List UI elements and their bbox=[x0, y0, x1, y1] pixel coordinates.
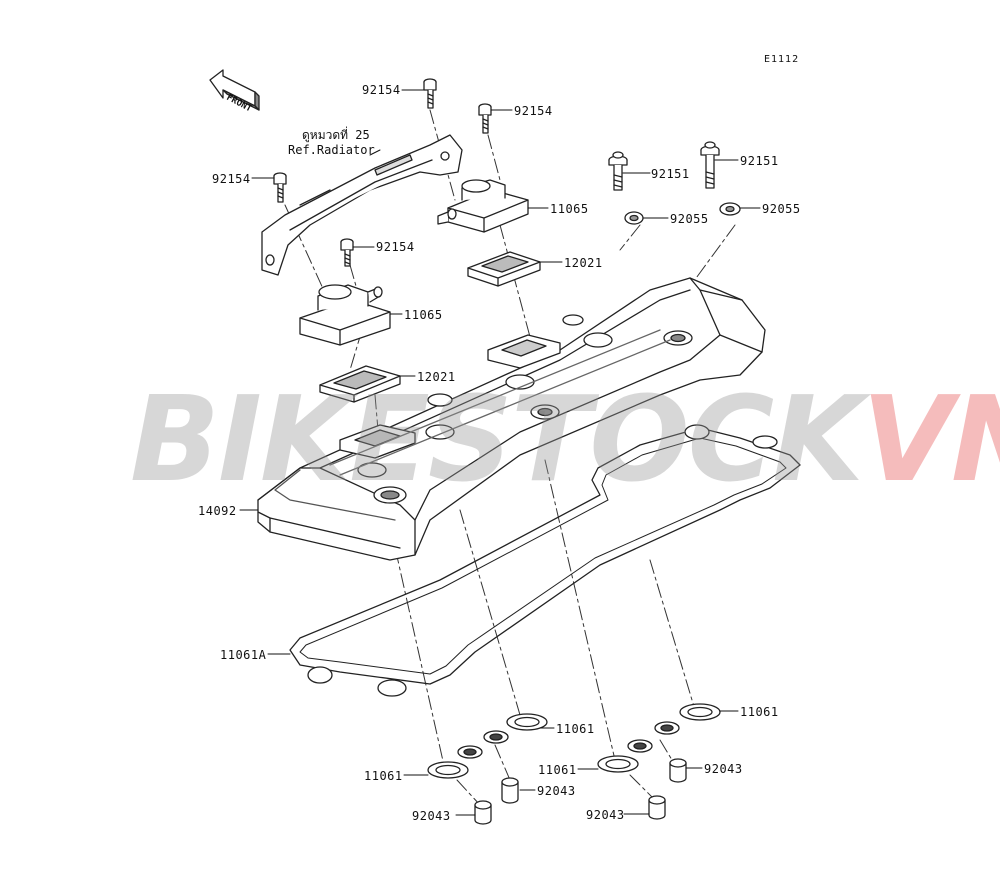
part-label-92154-d: 92154 bbox=[376, 240, 415, 254]
bolt-92151-b bbox=[700, 141, 720, 189]
part-label-92151-b: 92151 bbox=[740, 154, 779, 168]
dowel-pin-92043-d bbox=[669, 758, 687, 783]
dowel-pin-92043-c bbox=[648, 795, 666, 820]
part-label-92043-a: 92043 bbox=[537, 784, 576, 798]
cylinder-head-cover-14092 bbox=[257, 277, 766, 561]
part-label-92055-a: 92055 bbox=[670, 212, 709, 226]
part-label-11065-b: 11065 bbox=[404, 308, 443, 322]
part-label-92043-b: 92043 bbox=[704, 762, 743, 776]
part-label-12021-a: 12021 bbox=[564, 256, 603, 270]
part-label-11065-a: 11065 bbox=[550, 202, 589, 216]
leader-lines bbox=[239, 89, 761, 816]
part-label-92154-a: 92154 bbox=[362, 83, 401, 97]
breather-cover-11065-b bbox=[299, 284, 391, 346]
part-label-11061-a: 11061 bbox=[556, 722, 595, 736]
bolt-92151-a bbox=[608, 151, 628, 191]
part-label-92055-b: 92055 bbox=[762, 202, 801, 216]
part-label-11061-d: 11061 bbox=[538, 763, 577, 777]
part-label-92154-b: 92154 bbox=[514, 104, 553, 118]
ref-note-thai: ดูหมวดที่ 25 bbox=[302, 128, 370, 142]
plug-gasket-11061-d bbox=[654, 703, 721, 735]
bolt-92154-c bbox=[273, 172, 287, 203]
part-label-92154-c: 92154 bbox=[212, 172, 251, 186]
part-label-14092: 14092 bbox=[198, 504, 237, 518]
plug-gasket-11061-c bbox=[597, 739, 653, 773]
gasket-11061a bbox=[289, 424, 801, 697]
part-label-12021-b: 12021 bbox=[417, 370, 456, 384]
part-label-11061a: 11061A bbox=[220, 648, 267, 662]
breather-cover-11065-a bbox=[437, 179, 529, 233]
part-label-92043-c: 92043 bbox=[412, 809, 451, 823]
washer-92055-a bbox=[624, 211, 644, 225]
washer-92055-b bbox=[719, 202, 741, 216]
front-arrow-icon: FRONT bbox=[209, 69, 260, 115]
dowel-pin-92043-a bbox=[474, 800, 492, 825]
plug-gasket-11061-a bbox=[427, 745, 483, 779]
bolt-92154-b bbox=[478, 103, 492, 134]
plate-12021-a bbox=[467, 251, 541, 287]
bolt-92154-d bbox=[340, 238, 354, 267]
radiator-bracket bbox=[261, 134, 463, 276]
part-label-11061-c: 11061 bbox=[364, 769, 403, 783]
part-label-92043-d: 92043 bbox=[586, 808, 625, 822]
diagram-code: E1112 bbox=[764, 54, 800, 65]
plate-12021-b bbox=[319, 365, 401, 403]
part-label-11061-b: 11061 bbox=[740, 705, 779, 719]
part-label-92151-a: 92151 bbox=[651, 167, 690, 181]
ref-note-radiator: Ref.Radiator bbox=[288, 143, 375, 157]
bolt-92154-a bbox=[423, 78, 437, 109]
dowel-pin-92043-b bbox=[501, 777, 519, 804]
plug-gasket-11061-b bbox=[483, 713, 548, 744]
